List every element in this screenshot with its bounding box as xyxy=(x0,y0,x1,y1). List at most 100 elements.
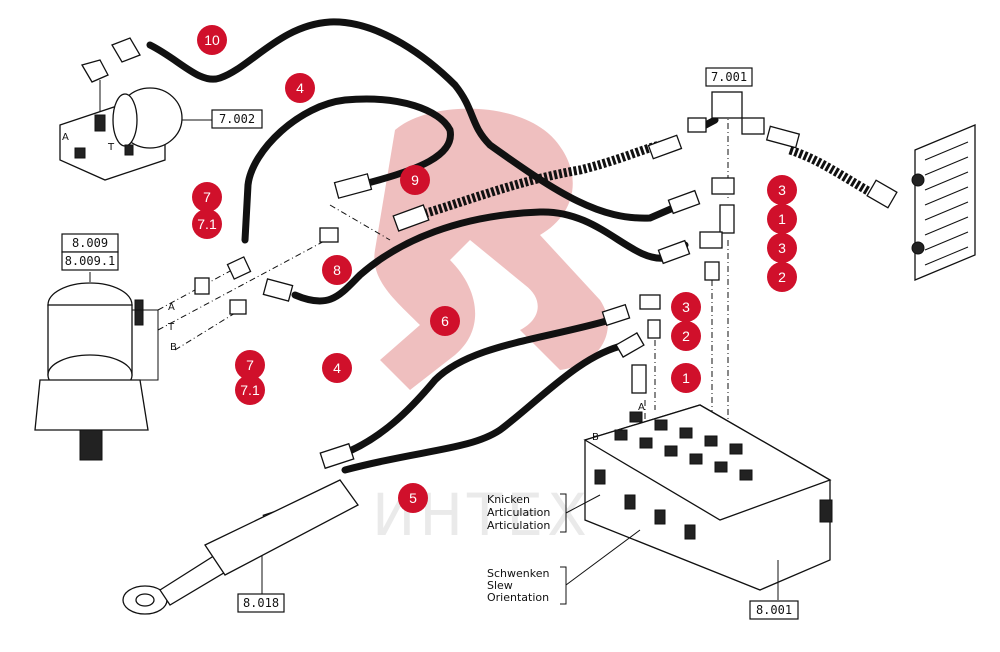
svg-text:7.002: 7.002 xyxy=(219,112,255,126)
port-t-label: T xyxy=(107,142,115,153)
accumulator-flange xyxy=(112,93,138,147)
elbow-fitting xyxy=(866,179,898,209)
cylinder xyxy=(122,479,359,615)
hose-6 xyxy=(336,316,614,459)
hose-4-lower xyxy=(291,208,689,305)
svg-text:3: 3 xyxy=(778,240,786,256)
port-a-label: A xyxy=(62,132,69,143)
svg-text:7.1: 7.1 xyxy=(240,382,260,398)
elbow-fitting xyxy=(711,177,735,195)
valve-port-b-label: B xyxy=(592,432,599,443)
svg-text:1: 1 xyxy=(778,211,786,227)
hose-end-fitting xyxy=(601,303,631,327)
function-labels: Knicken Articulation Articulation Schwen… xyxy=(487,493,641,605)
cooler-fin xyxy=(924,216,969,236)
valve-port xyxy=(664,445,678,457)
label-slew-fr: Orientation xyxy=(487,591,549,604)
callout: 2 xyxy=(671,321,701,351)
route-line xyxy=(157,237,331,331)
valve-port xyxy=(74,147,86,159)
callout: 1 xyxy=(767,204,797,234)
callouts: 10 4 9 7 7.1 8 4 6 5 7 7.1 3 1 3 2 3 2 1 xyxy=(192,25,797,513)
valve-port xyxy=(714,461,728,473)
callout: 9 xyxy=(400,165,430,195)
label-slew-en: Slew xyxy=(487,579,513,592)
callout: 4 xyxy=(285,73,315,103)
swing-motor: A T B xyxy=(34,272,177,461)
valve-port xyxy=(654,419,668,431)
cooler-fin xyxy=(924,171,969,191)
elbow-fitting xyxy=(699,231,723,249)
valve-spool xyxy=(624,494,636,510)
ref-box: 8.001 xyxy=(749,600,799,620)
port-b-label: B xyxy=(170,342,177,353)
label-slew-de: Schwenken xyxy=(487,567,549,580)
valve-fitting xyxy=(94,114,106,132)
valve-port xyxy=(614,429,628,441)
hose-10 xyxy=(146,18,684,222)
callout: 5 xyxy=(398,483,428,513)
port-a-label: A xyxy=(168,302,175,313)
adapter-fitting xyxy=(319,227,339,243)
slew-label: Schwenken Slew Orientation xyxy=(487,529,641,605)
hose-end-fitting xyxy=(319,442,355,470)
valve-port xyxy=(629,411,643,423)
svg-text:5: 5 xyxy=(409,490,417,506)
svg-text:9: 9 xyxy=(411,172,419,188)
hose-end-fitting xyxy=(615,332,645,358)
cooler-port xyxy=(911,241,925,255)
bracket xyxy=(560,566,567,605)
callout: 3 xyxy=(767,233,797,263)
svg-text:4: 4 xyxy=(333,360,341,376)
valve-port xyxy=(679,427,693,439)
ref-box: 7.001 xyxy=(705,67,753,87)
ref-box: 8.018 xyxy=(237,593,285,613)
motor-pinion xyxy=(79,429,103,461)
svg-text:1: 1 xyxy=(682,370,690,386)
svg-text:7.001: 7.001 xyxy=(711,70,747,84)
adapter-fitting xyxy=(741,117,765,135)
callout: 8 xyxy=(322,255,352,285)
cooler-fin xyxy=(924,246,969,266)
adapter-fitting xyxy=(194,277,210,295)
port-t-label: T xyxy=(167,322,175,333)
callout: 7.1 xyxy=(192,209,222,239)
valve-spool xyxy=(654,509,666,525)
svg-text:8: 8 xyxy=(333,262,341,278)
cooler-core xyxy=(924,141,969,266)
hose-end-fitting xyxy=(765,125,801,149)
hose-9 xyxy=(418,140,662,220)
callout: 4 xyxy=(322,353,352,383)
hose-end-fitting xyxy=(262,278,294,302)
cooler-fin xyxy=(924,156,969,176)
callout: 1 xyxy=(671,363,701,393)
callout: 7.1 xyxy=(235,375,265,405)
hose-end-fitting xyxy=(226,256,252,280)
cooler-frame xyxy=(914,124,976,281)
hose-4-upper xyxy=(241,95,454,244)
svg-text:2: 2 xyxy=(778,269,786,285)
ref-boxes: 7.002 7.001 8.009 8.009.1 8.018 8.001 xyxy=(61,67,799,620)
valve-port xyxy=(639,437,653,449)
cooler-port xyxy=(911,173,925,187)
leader xyxy=(565,494,601,514)
valve-port xyxy=(689,453,703,465)
svg-text:8.009: 8.009 xyxy=(72,236,108,250)
label-articulation-fr: Articulation xyxy=(487,519,550,532)
valve-sections xyxy=(594,411,833,540)
svg-text:4: 4 xyxy=(296,80,304,96)
elbow-fitting xyxy=(81,59,109,83)
ref-box: 8.009 xyxy=(61,233,119,253)
valve-port xyxy=(704,435,718,447)
svg-text:3: 3 xyxy=(682,299,690,315)
leader xyxy=(565,529,641,586)
elbow-fitting xyxy=(639,294,661,310)
valve-spool xyxy=(594,469,606,485)
callout: 3 xyxy=(767,175,797,205)
svg-text:10: 10 xyxy=(204,32,220,48)
valve-end-plug xyxy=(819,499,833,523)
adapter-fitting xyxy=(704,261,720,281)
label-articulation-en: Articulation xyxy=(487,506,550,519)
callout: 10 xyxy=(197,25,227,55)
